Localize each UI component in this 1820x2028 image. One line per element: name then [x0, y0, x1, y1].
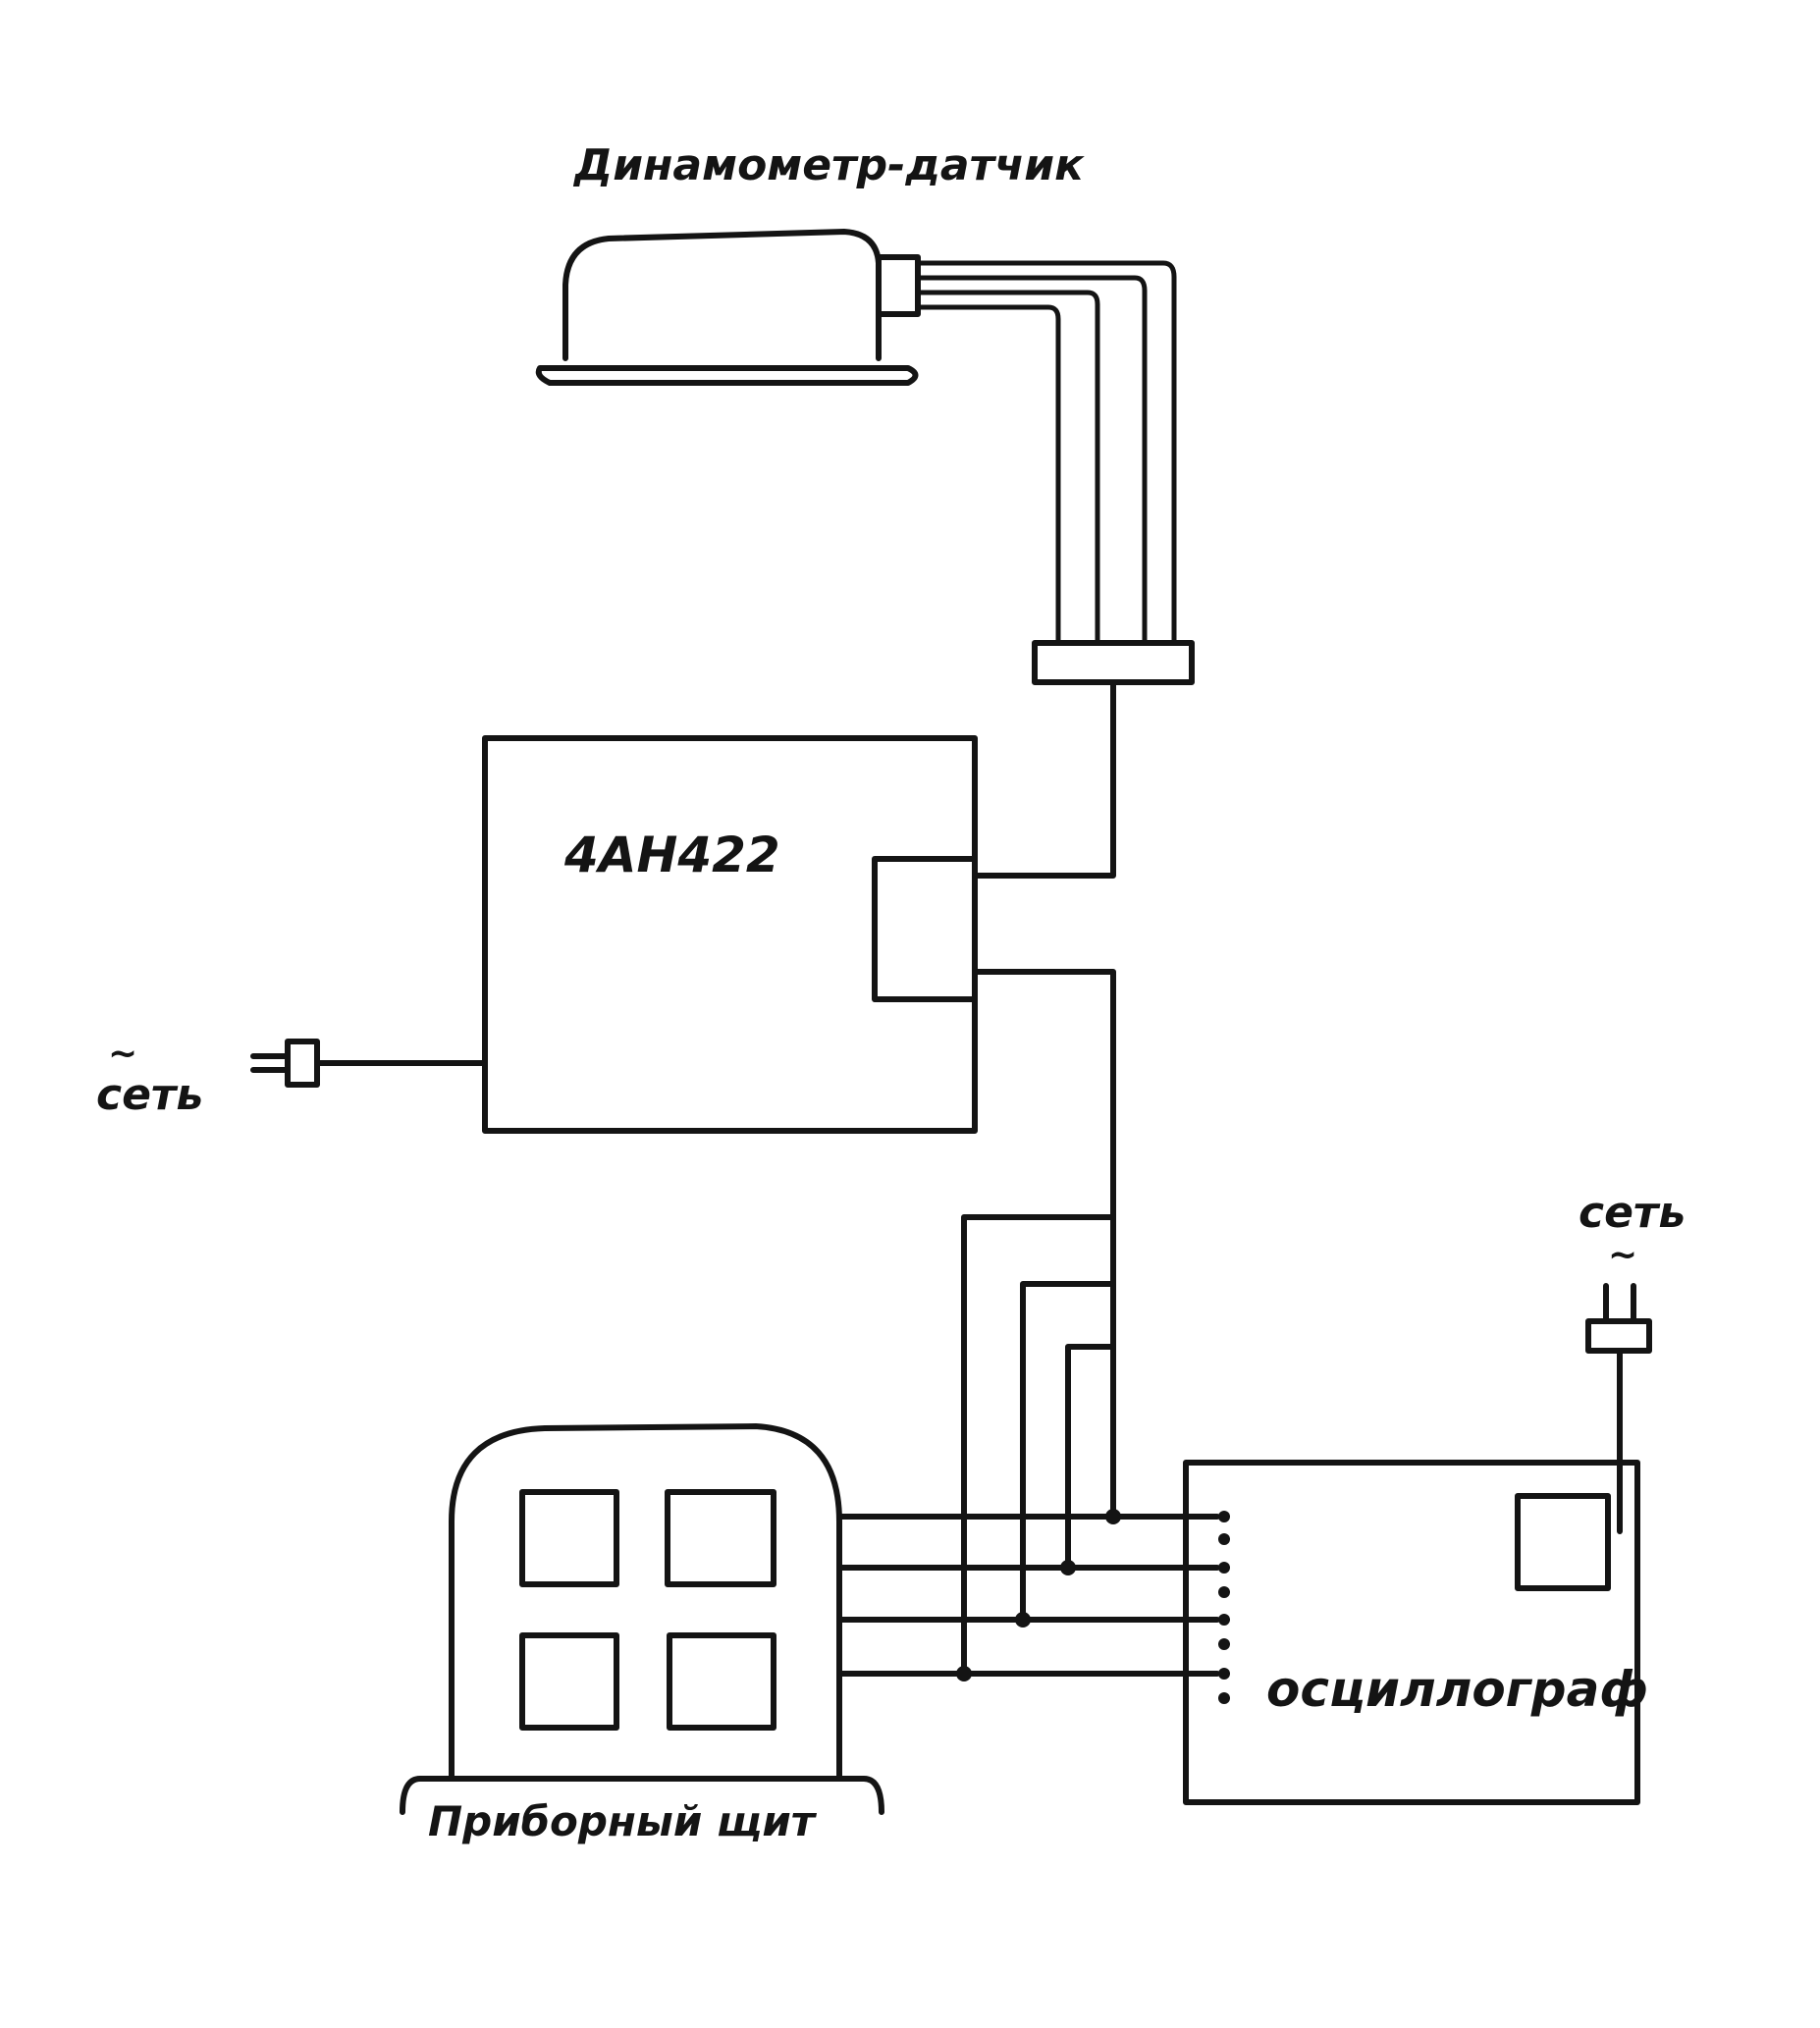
branch-wire-1 [961, 1214, 1116, 1677]
mains-plug-left [250, 1039, 488, 1088]
mains-plug-right [1585, 1283, 1652, 1534]
panel-gauge-2 [665, 1489, 776, 1587]
oscillograph-screen [1515, 1493, 1611, 1591]
amplifier-label: 4АН422 [563, 827, 780, 883]
panel-gauge-1 [519, 1489, 619, 1587]
branch-wire-2 [1020, 1281, 1116, 1623]
instrument-panel [400, 1423, 884, 1815]
connector-to-amplifier-wire [972, 679, 1116, 879]
mains-label-left: сеть [96, 1070, 203, 1120]
signal-trunk-wire [972, 969, 1116, 1520]
oscillograph-box [1183, 1460, 1640, 1805]
mains-label-right: сеть [1579, 1188, 1686, 1238]
dynamometer-sensor [535, 229, 921, 386]
amplifier-box [482, 735, 978, 1134]
mains-symbol-right: ~ [1608, 1235, 1637, 1275]
panel-gauge-4 [667, 1632, 776, 1731]
branch-wire-3 [1065, 1344, 1116, 1571]
mains-symbol-left: ~ [108, 1034, 137, 1074]
bus-lines [836, 1514, 1220, 1677]
panel-label: Приборный щит [428, 1797, 818, 1845]
sensor-cable [915, 260, 1177, 646]
cable-connector [1032, 640, 1195, 685]
dynamometer-label: Динамометр-датчик [572, 140, 1085, 190]
oscillograph-label: осциллограф [1266, 1661, 1648, 1718]
panel-gauge-3 [519, 1632, 619, 1731]
junction-dots [956, 1509, 1121, 1681]
